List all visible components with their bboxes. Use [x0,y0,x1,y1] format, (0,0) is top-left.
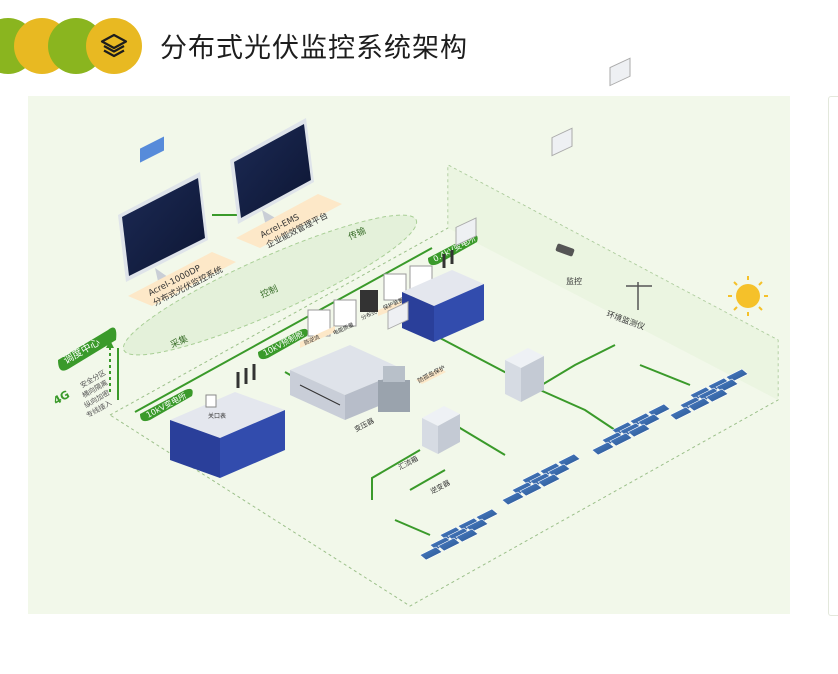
svg-text:变压器: 变压器 [353,416,376,434]
cabinet-0.4kv [402,250,484,342]
scrollbar[interactable] [828,96,838,616]
cabinet-10kv: 关口表 [170,364,285,478]
pv-panel [519,482,543,497]
svg-text:监控: 监控 [566,276,582,286]
svg-text:10kV预制舱: 10kV预制舱 [261,328,305,358]
pv-panel [437,537,461,552]
combiner-box [505,348,544,402]
combiner-box: 汇流箱 [397,406,460,472]
inverter [609,57,631,87]
svg-text:关口表: 关口表 [208,412,226,420]
camera-icon: 监控 [555,243,582,286]
channel-band: 采集 控制 传输 [122,214,418,356]
pv-panel [501,491,525,506]
pv-panel [455,528,479,543]
transformer: 变压器 [353,366,410,434]
sun-icon [728,276,768,316]
pv-panel [705,388,729,403]
page-title: 分布式光伏监控系统架构 [160,33,468,64]
glass-wall [448,165,778,400]
pv-panel [591,441,615,456]
dispatch-center: 调度中心 4G 安全分区 横向隔离 纵向加密 专线接入 [51,327,117,420]
diagram-panel [28,96,790,614]
pv-panel [669,406,693,421]
pv-panel [419,546,443,561]
pv-panel [627,423,651,438]
pv-panel [687,397,711,412]
arrow-icon [106,340,114,348]
pv-panel [609,432,633,447]
inverter [387,301,409,330]
layers-icon [100,33,128,58]
inverter-label: 逆变器 [429,478,452,496]
decor-circle [86,18,142,74]
header: 分布式光伏监控系统架构 [0,0,838,90]
pv-arrays [419,368,749,561]
inverter [551,127,573,157]
inverter [455,217,477,247]
protection-label: 防孤岛保护 [416,364,446,385]
pv-panel [537,473,561,488]
4g-label: 4G [51,388,72,408]
svg-text:防孤岛保护: 防孤岛保护 [416,364,446,385]
